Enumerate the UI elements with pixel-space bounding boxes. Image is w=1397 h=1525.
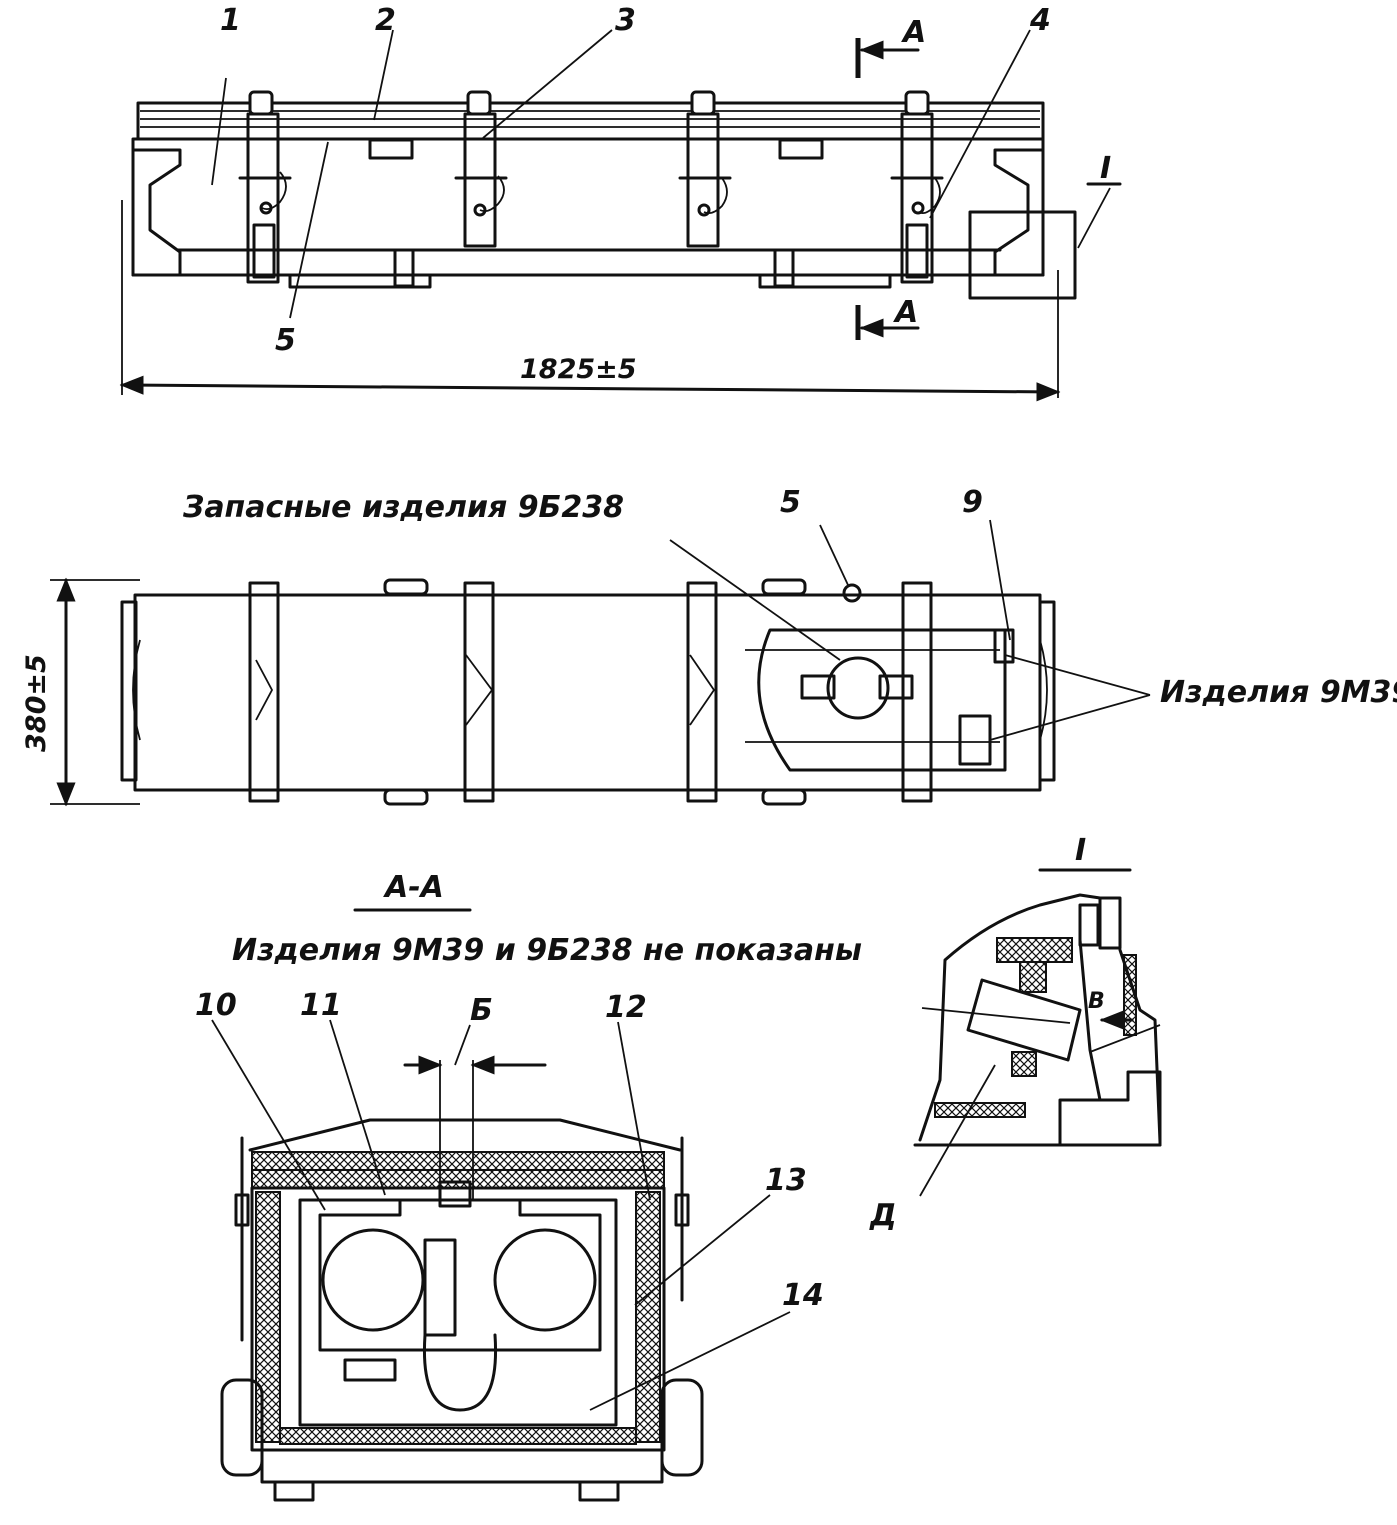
clasp-4 (890, 90, 944, 284)
callout-11: 11 (300, 988, 342, 1023)
spares-label: Запасные изделия 9Б238 (182, 490, 624, 525)
section-mark-top: A (901, 15, 926, 50)
clasp-1 (238, 90, 292, 284)
callout-2: 2 (375, 3, 396, 38)
detail-mark: I (1100, 151, 1111, 186)
section-view-labels: А-А Изделия 9М39 и 9Б238 не показаны 10 … (195, 870, 862, 1313)
detail-label-b: В (1088, 989, 1105, 1014)
section-mark-bottom: A (893, 295, 918, 330)
plan-view-labels: Запасные изделия 9Б238 Изделия 9М39 5 9 … (21, 485, 1397, 752)
plan-view (50, 519, 1151, 807)
callout-4: 4 (1029, 3, 1051, 38)
callout-b: Б (470, 993, 493, 1028)
callout-plan-9: 9 (962, 485, 983, 520)
callout-12: 12 (605, 990, 647, 1025)
clasp-2 (454, 90, 508, 248)
side-view (119, 29, 1122, 402)
section-note: Изделия 9М39 и 9Б238 не показаны (232, 933, 862, 968)
length-dimension: 1825±5 (520, 354, 637, 385)
callout-5: 5 (275, 323, 296, 358)
callout-1: 1 (220, 3, 241, 38)
callout-14: 14 (782, 1278, 824, 1313)
callout-3: 3 (615, 3, 636, 38)
side-view-labels: 1 2 3 4 5 A A I 1825±5 (220, 3, 1111, 385)
detail-label-d: Д (869, 1198, 897, 1233)
detail-title: I (1075, 833, 1086, 868)
section-title: А-А (383, 870, 444, 905)
callout-13: 13 (765, 1163, 807, 1198)
detail-view-labels: I В Д (869, 833, 1105, 1233)
clasp-3 (678, 90, 732, 248)
section-view (211, 908, 791, 1502)
callout-10: 10 (195, 988, 237, 1023)
width-dimension: 380±5 (21, 654, 52, 752)
detail-view (913, 868, 1162, 1197)
callout-plan-5: 5 (780, 485, 801, 520)
products-label: Изделия 9М39 (1160, 675, 1397, 710)
